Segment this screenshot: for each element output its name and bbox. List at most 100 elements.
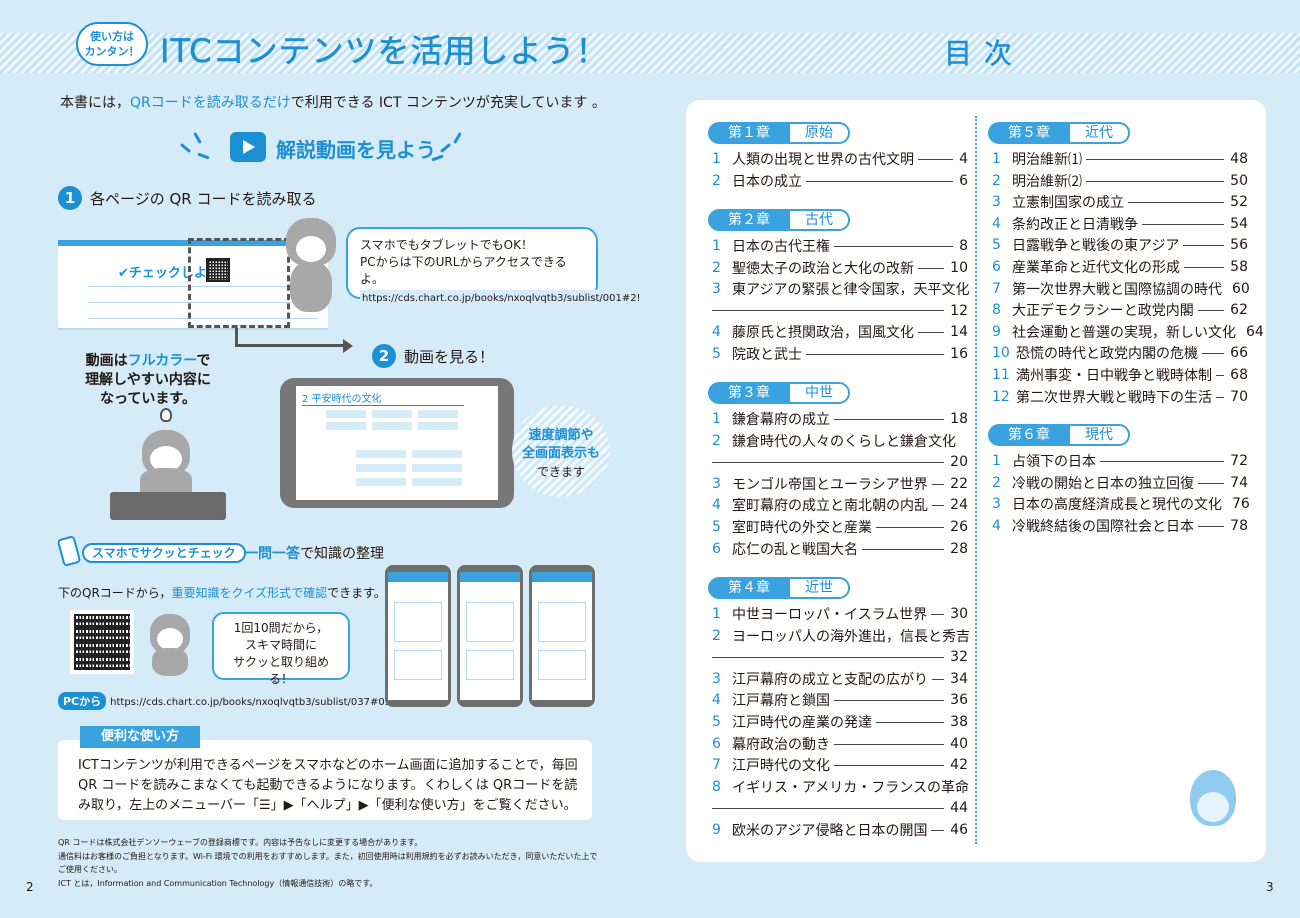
dog-character-body <box>140 468 192 496</box>
dog-character-body <box>152 648 188 676</box>
leader-line <box>1086 180 1225 182</box>
table-cell <box>356 464 406 472</box>
toc-item-number: 2 <box>992 474 1001 491</box>
fc-text: なっています。 <box>100 391 196 407</box>
spark-icon <box>197 152 210 160</box>
toc-item-number: 9 <box>712 822 721 838</box>
quiz-post: できます。 <box>327 586 386 600</box>
leader-line <box>918 159 954 160</box>
toc-item-number: 6 <box>992 259 1001 275</box>
toc-item-title: 社会運動と普選の実現，新しい文化 <box>1012 324 1236 341</box>
toc-title: 目次 <box>944 37 1025 70</box>
quiz-qr-code[interactable] <box>70 610 134 674</box>
toc-item-title: イギリス・アメリカ・フランスの革命 <box>732 779 970 796</box>
column-divider <box>975 116 977 844</box>
toc-page-number: 12 <box>950 302 968 319</box>
toc-page-number: 46 <box>950 822 968 838</box>
toc-item-continuation: 44 <box>712 798 968 818</box>
toc-item-number: 2 <box>712 627 721 644</box>
toc-item-title: 大正デモクラシーと政党内閣 <box>1012 303 1194 320</box>
toc-item-title: 江戸幕府と鎖国 <box>732 693 830 710</box>
leader-line <box>1184 267 1225 268</box>
access-url-link[interactable]: https://cds.chart.co.jp/books/nxoqlvqtb3… <box>360 290 643 307</box>
table-cell <box>326 422 366 430</box>
footnote: ICT とは，Information and Communication Tec… <box>58 878 378 888</box>
toc-item-title: 条約改正と日清戦争 <box>1012 216 1138 233</box>
toc-item-title: 占領下の日本 <box>1012 454 1096 470</box>
usage-box <box>58 740 592 820</box>
dog-face <box>157 628 183 650</box>
toc-item-title: 日露戦争と戦後の東アジア <box>1012 238 1180 255</box>
toc-item-number: 12 <box>992 388 1010 405</box>
toc-item-title: 江戸時代の文化 <box>732 758 830 775</box>
chapter-name: 近代 <box>1068 122 1130 144</box>
quiz-card <box>538 650 586 680</box>
speech-line: サクッと取り組める！ <box>232 655 329 686</box>
toc-item-title: 聖徳太子の政治と大化の改新 <box>732 260 914 277</box>
footnote: QR コードは株式会社デンソーウェーブの登録商標です。内容は予告なしに変更する場… <box>58 838 423 847</box>
leader-line <box>834 419 945 420</box>
leader-line <box>931 614 945 615</box>
chapter-name: 現代 <box>1068 424 1130 446</box>
toc-item-title: 中世ヨーロッパ・イスラム世界 <box>732 607 928 623</box>
table-cell <box>412 464 462 472</box>
speed-control-note: 速度調節や 全画面表示も できます <box>512 405 610 497</box>
chapter-number: 第５章 <box>988 122 1070 144</box>
leader-line <box>1197 310 1225 312</box>
leader-line <box>1183 245 1225 247</box>
table-line <box>88 302 318 303</box>
spark-icon <box>453 132 462 144</box>
leader-line <box>1216 375 1225 376</box>
tablet-screen: 2 平安時代の文化 <box>296 386 498 500</box>
leader-line <box>918 332 945 334</box>
smartphone-icon <box>56 535 82 567</box>
toc-item-number: 5 <box>712 519 721 535</box>
table-cell <box>412 478 462 486</box>
leader-line <box>712 807 945 809</box>
step1-number: 1 <box>58 186 82 210</box>
speech-line: PCからは下のURLからアクセスできるよ。 <box>360 255 567 286</box>
toc-item-title: 鎌倉時代の人々のくらしと鎌倉文化 <box>732 433 956 450</box>
phone-header <box>388 572 448 582</box>
quiz-url-link[interactable]: https://cds.chart.co.jp/books/nxoqlvqtb3… <box>110 697 398 708</box>
toc-page-number: 58 <box>1230 259 1248 275</box>
